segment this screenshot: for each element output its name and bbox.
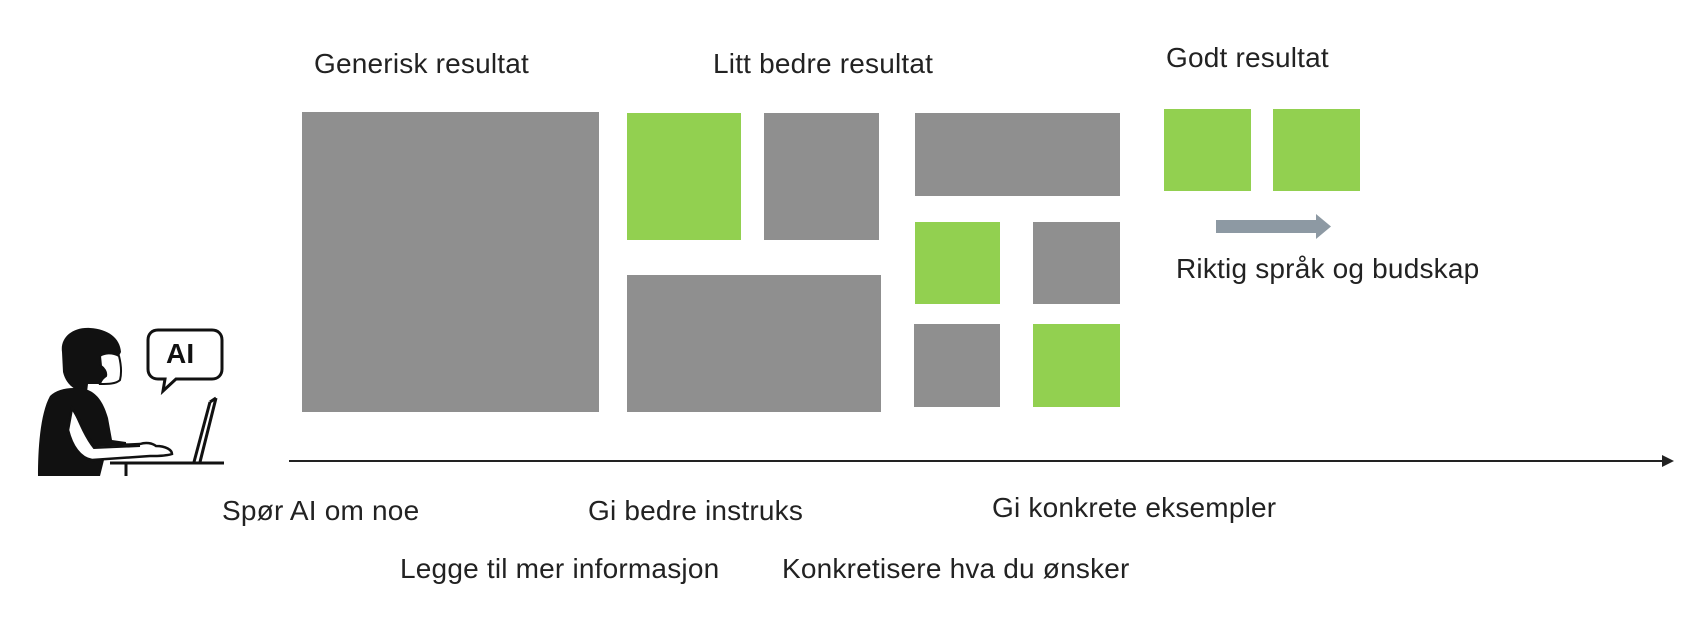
refined-block-green-1 [915,222,1000,304]
person-at-laptop-icon [38,327,224,476]
stage-title-generic: Generisk resultat [314,48,530,79]
step-concrete-examples: Gi konkrete eksempler [992,492,1277,523]
good-result-block-2 [1273,109,1360,191]
result-arrow-icon [1216,214,1331,239]
stage-title-good: Godt resultat [1166,42,1329,73]
timeline-axis [289,455,1674,467]
ai-speech-bubble-icon [146,328,224,396]
refined-block-gray-1 [1033,222,1120,304]
good-result-block-1 [1164,109,1251,191]
generic-result-block [302,112,599,412]
step-ask-ai: Spør AI om noe [222,495,420,526]
result-note: Riktig språk og budskap [1176,253,1480,284]
step-better-instructions: Gi bedre instruks [588,495,804,526]
refined-block-gray-2 [914,324,1000,407]
better-result-block-gray-top [764,113,879,240]
better-result-block-green [627,113,741,240]
speech-bubble-text: AI [166,338,195,369]
step-specify-wishes: Konkretisere hva du ønsker [782,553,1130,584]
stage-title-slightly-better: Litt bedre resultat [713,48,934,79]
step-add-information: Legge til mer informasjon [400,553,720,584]
better-result-block-gray-bottom [627,275,881,412]
refined-block-gray-wide [915,113,1120,196]
refined-block-green-2 [1033,324,1120,407]
